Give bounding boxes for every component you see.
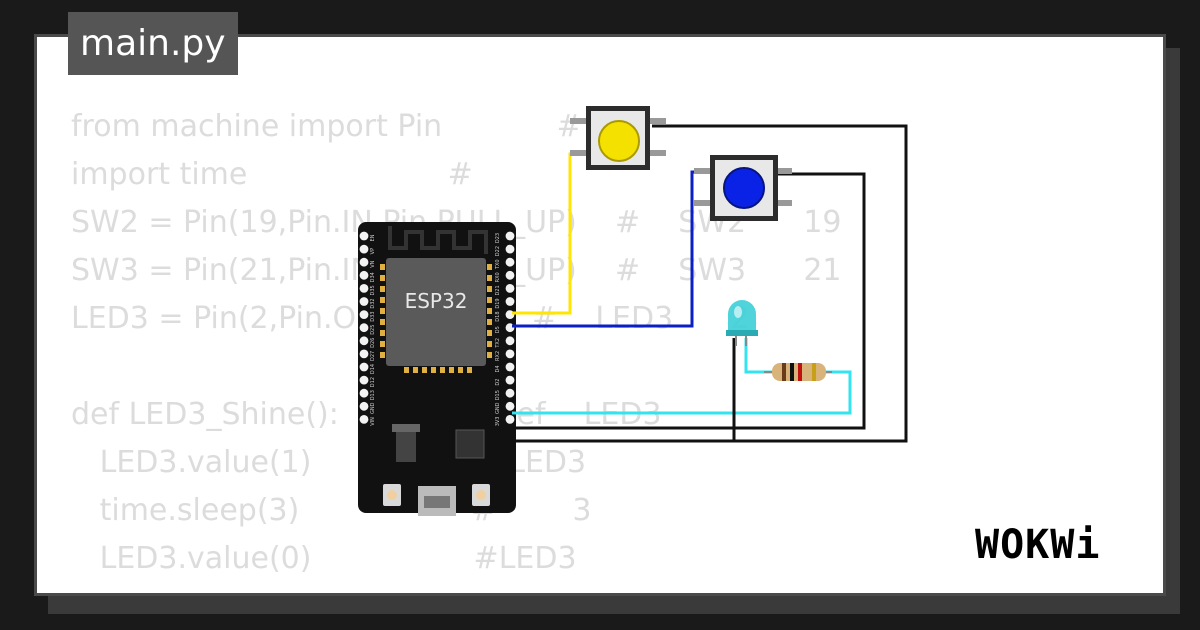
- pin-label: GND: [370, 402, 376, 414]
- pin-label: D5: [495, 326, 501, 333]
- pin-label: D26: [370, 338, 376, 348]
- right-pin-d4[interactable]: [505, 362, 515, 372]
- pin-label: D4: [495, 365, 501, 372]
- left-pin-d32[interactable]: [359, 297, 369, 306]
- left-pin-d12[interactable]: [359, 375, 369, 385]
- black-wire-sw2[interactable]: [512, 124, 908, 443]
- code-line: time.sleep(3) # 3: [71, 493, 592, 528]
- pin-label: D14: [370, 364, 376, 374]
- resistor-icon[interactable]: [764, 363, 832, 381]
- pin-label: D27: [370, 351, 376, 361]
- pin-label: EN: [370, 234, 376, 241]
- file-tab[interactable]: main.py: [68, 12, 238, 75]
- pin-label: D18: [495, 311, 501, 321]
- left-pin-d35[interactable]: [359, 284, 369, 293]
- cyan-wire-led[interactable]: [744, 338, 772, 374]
- pin-label: VP: [370, 248, 376, 254]
- esp32-chip-shield: [386, 258, 486, 366]
- pushbutton-blue-icon[interactable]: [694, 155, 792, 221]
- pushbutton-yellow-icon[interactable]: [570, 106, 666, 170]
- left-pin-d27[interactable]: [359, 349, 369, 359]
- code-line: time.sleep(1.5) # 1.5: [71, 583, 842, 593]
- esp32-board-icon[interactable]: ESP32 ENVPVND34D35D32D33D25D26D27D14D12D…: [358, 222, 516, 516]
- led-icon[interactable]: [726, 300, 758, 346]
- pin-label: D15: [495, 390, 501, 400]
- right-pin-d21[interactable]: [505, 284, 515, 293]
- pin-label: RX0: [495, 272, 501, 282]
- right-pin-3v3[interactable]: [505, 415, 515, 424]
- pin-label: D22: [495, 246, 501, 256]
- pin-label: D13: [370, 390, 376, 400]
- left-pin-vn[interactable]: [359, 257, 369, 267]
- right-pin-tx0[interactable]: [505, 257, 515, 267]
- pin-label: D19: [495, 298, 501, 308]
- right-pin-d2[interactable]: [505, 375, 515, 385]
- right-pin-d19[interactable]: [505, 297, 515, 306]
- right-pin-d22[interactable]: [505, 244, 515, 254]
- pin-label: D12: [370, 377, 376, 387]
- left-pin-vp[interactable]: [359, 244, 369, 254]
- cyan-wire-d2[interactable]: [512, 370, 852, 415]
- pin-label: D23: [495, 233, 501, 243]
- right-pin-tx2[interactable]: [505, 336, 515, 346]
- pin-label: D21: [495, 285, 501, 295]
- right-pin-rx0[interactable]: [505, 270, 515, 280]
- code-line: import time #: [71, 157, 473, 192]
- right-pin-gnd[interactable]: [505, 401, 515, 411]
- pin-label: D34: [370, 272, 376, 282]
- pin-label: D2: [495, 379, 501, 386]
- right-pin-d15[interactable]: [505, 388, 515, 398]
- pin-label: VN: [370, 260, 376, 267]
- left-pin-d25[interactable]: [359, 323, 369, 333]
- wokwi-logo: WOKWi: [975, 522, 1101, 568]
- code-line: LED3.value(0) #LED3: [71, 541, 577, 576]
- pin-label: RX2: [495, 351, 501, 361]
- black-wire-sw3[interactable]: [512, 172, 866, 430]
- left-pin-vin[interactable]: [359, 415, 369, 424]
- yellow-wire[interactable]: [512, 152, 584, 315]
- right-pin-d23[interactable]: [505, 231, 515, 241]
- right-pin-rx2[interactable]: [505, 349, 515, 359]
- pin-label: D33: [370, 311, 376, 321]
- blue-wire[interactable]: [512, 170, 714, 328]
- left-pin-d34[interactable]: [359, 270, 369, 280]
- left-pin-d26[interactable]: [359, 336, 369, 346]
- pin-label: 3V3: [495, 417, 501, 427]
- pin-label: GND: [495, 402, 501, 414]
- pin-label: TX0: [495, 259, 501, 270]
- pin-label: VIN: [370, 417, 376, 426]
- pin-label: D25: [370, 325, 376, 335]
- chip-label: ESP32: [405, 289, 468, 313]
- left-pin-d14[interactable]: [359, 362, 369, 372]
- left-pin-d13[interactable]: [359, 388, 369, 398]
- pin-label: D35: [370, 285, 376, 295]
- left-pin-en[interactable]: [359, 231, 369, 241]
- left-pin-gnd[interactable]: [359, 401, 369, 411]
- left-pin-d33[interactable]: [359, 310, 369, 319]
- code-line: from machine import Pin #: [71, 109, 582, 144]
- pin-label: TX2: [495, 338, 501, 349]
- pin-label: D32: [370, 298, 376, 308]
